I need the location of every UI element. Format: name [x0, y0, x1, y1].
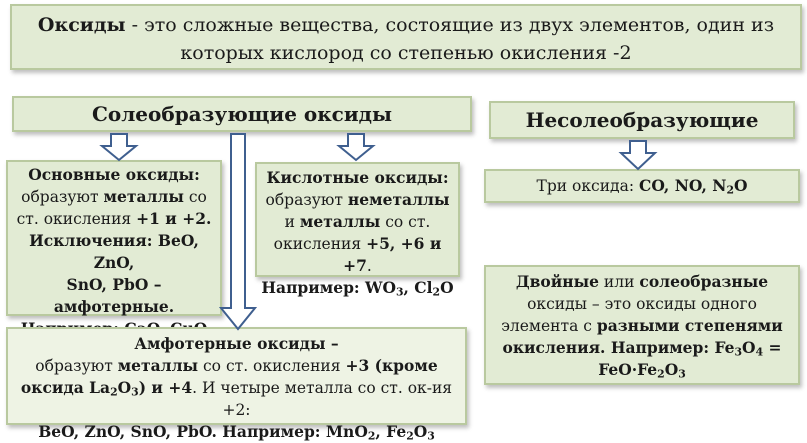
basic-exceptions: : BeO, ZnO, — [93, 231, 199, 272]
basic-text: образуют — [21, 188, 104, 206]
salt-forming-header: Солеобразующие оксиды — [12, 96, 472, 132]
basic-amphoteric: амфотерные. — [53, 297, 175, 316]
amphoteric-text: со ст. окисления — [198, 357, 346, 375]
acidic-text: . — [366, 257, 372, 275]
double-term-2: солеобразные — [639, 272, 769, 291]
arrow-down-basic — [99, 133, 139, 162]
arrow-down-amphoteric — [218, 133, 258, 331]
acidic-text: образуют — [265, 191, 348, 209]
basic-text: со — [183, 188, 207, 206]
definition-line-2: которых кислород со степенью окисления -… — [180, 42, 632, 64]
definition-text-1: - это сложные вещества, состоящие из дву… — [125, 14, 775, 36]
amphoteric-oxides-box: Амфотерные оксиды – образуют металлы со … — [6, 327, 467, 442]
arrow-down-acidic — [336, 133, 376, 162]
double-term: Двойные — [515, 272, 599, 291]
double-states: разными степенями — [596, 316, 783, 335]
acidic-metals: металлы — [299, 212, 381, 231]
double-text: оксиды – это оксиды одного — [527, 295, 757, 313]
three-oxides-label: Три оксида: — [536, 177, 639, 195]
acidic-text: и — [284, 213, 300, 231]
basic-metals: металлы — [103, 187, 184, 206]
double-text: или — [599, 273, 640, 291]
acidic-states: +5, +6 и +7 — [343, 234, 442, 275]
non-salt-forming-header: Несолеобразующие — [489, 101, 795, 139]
double-example-2: FeO·Fe2O3 — [598, 360, 686, 381]
acidic-text: со ст. — [380, 213, 431, 231]
double-example: окисления. Например: Fe3O4 = — [502, 338, 782, 359]
definition-box: Оксиды - это сложные вещества, состоящие… — [10, 4, 802, 70]
basic-title: Основные оксиды: — [28, 165, 200, 184]
amphoteric-metals: металлы — [117, 356, 199, 375]
definition-line-1: Оксиды - это сложные вещества, состоящие… — [12, 11, 800, 39]
amphoteric-la-oxide: оксида La2O3) и +4 — [20, 378, 193, 399]
acidic-title: Кислотные оксиды: — [266, 168, 449, 187]
basic-text: ст. окисления — [16, 210, 137, 228]
amphoteric-states: +3 (кроме — [345, 356, 438, 375]
basic-exceptions: SnO, PbO – — [66, 275, 162, 294]
acidic-text: окисления — [273, 235, 367, 253]
three-oxides-box: Три оксида: CO, NO, N2O — [484, 169, 800, 203]
basic-oxides-box: Основные оксиды: образуют металлы со ст.… — [6, 160, 222, 338]
double-oxides-box: Двойные или солеобразные оксиды – это ок… — [484, 265, 800, 385]
double-text: элемента с — [501, 317, 597, 335]
three-oxides-formulas: CO, NO, N2O — [638, 176, 748, 197]
acidic-oxides-box: Кислотные оксиды: образуют неметаллы и м… — [255, 162, 460, 298]
amphoteric-text: образуют — [35, 357, 118, 375]
acidic-nonmetals: неметаллы — [347, 190, 450, 209]
basic-exceptions-label: Исключения — [29, 231, 147, 250]
basic-states: +1 и +2. — [136, 209, 212, 228]
amphoteric-example: BeO, ZnO, SnO, PbO. Например: MnO2, Fe2O… — [38, 422, 435, 443]
term: Оксиды — [37, 14, 126, 36]
amphoteric-text: . И четыре металла со ст. ок-ия +2: — [192, 379, 453, 419]
arrow-down-three-oxides — [618, 140, 658, 171]
acidic-example: Например: WO3, Cl2O — [261, 278, 454, 299]
amphoteric-title: Амфотерные оксиды – — [134, 334, 339, 353]
